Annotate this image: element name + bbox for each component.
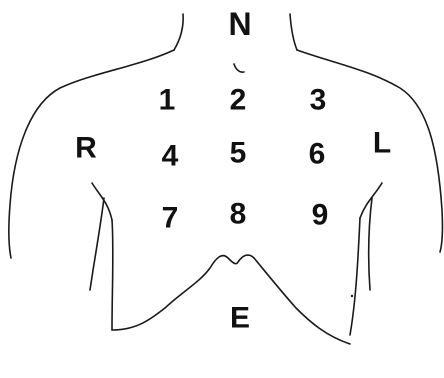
neck-right-line <box>290 14 297 50</box>
label-left-side: L <box>373 127 391 160</box>
region-label-4: 4 <box>162 140 179 173</box>
region-label-2: 2 <box>230 84 247 117</box>
label-right-side: R <box>75 132 97 165</box>
torso-left-side <box>112 220 113 330</box>
label-south: E <box>230 302 250 335</box>
region-label-5: 5 <box>230 137 247 170</box>
label-north: N <box>228 6 251 42</box>
torso-right-side <box>350 218 360 335</box>
inner-arm-left-line <box>90 198 104 290</box>
region-label-8: 8 <box>230 198 247 231</box>
inner-arm-right-line <box>369 198 372 290</box>
region-label-7: 7 <box>162 202 179 235</box>
region-label-6: 6 <box>309 138 326 171</box>
region-label-1: 1 <box>159 84 176 117</box>
small-dot <box>351 295 353 297</box>
sternal-notch-mark <box>234 64 244 72</box>
region-label-3: 3 <box>310 84 327 117</box>
torso-outline <box>9 14 442 344</box>
neck-left-line <box>174 14 183 50</box>
region-label-9: 9 <box>312 199 329 232</box>
